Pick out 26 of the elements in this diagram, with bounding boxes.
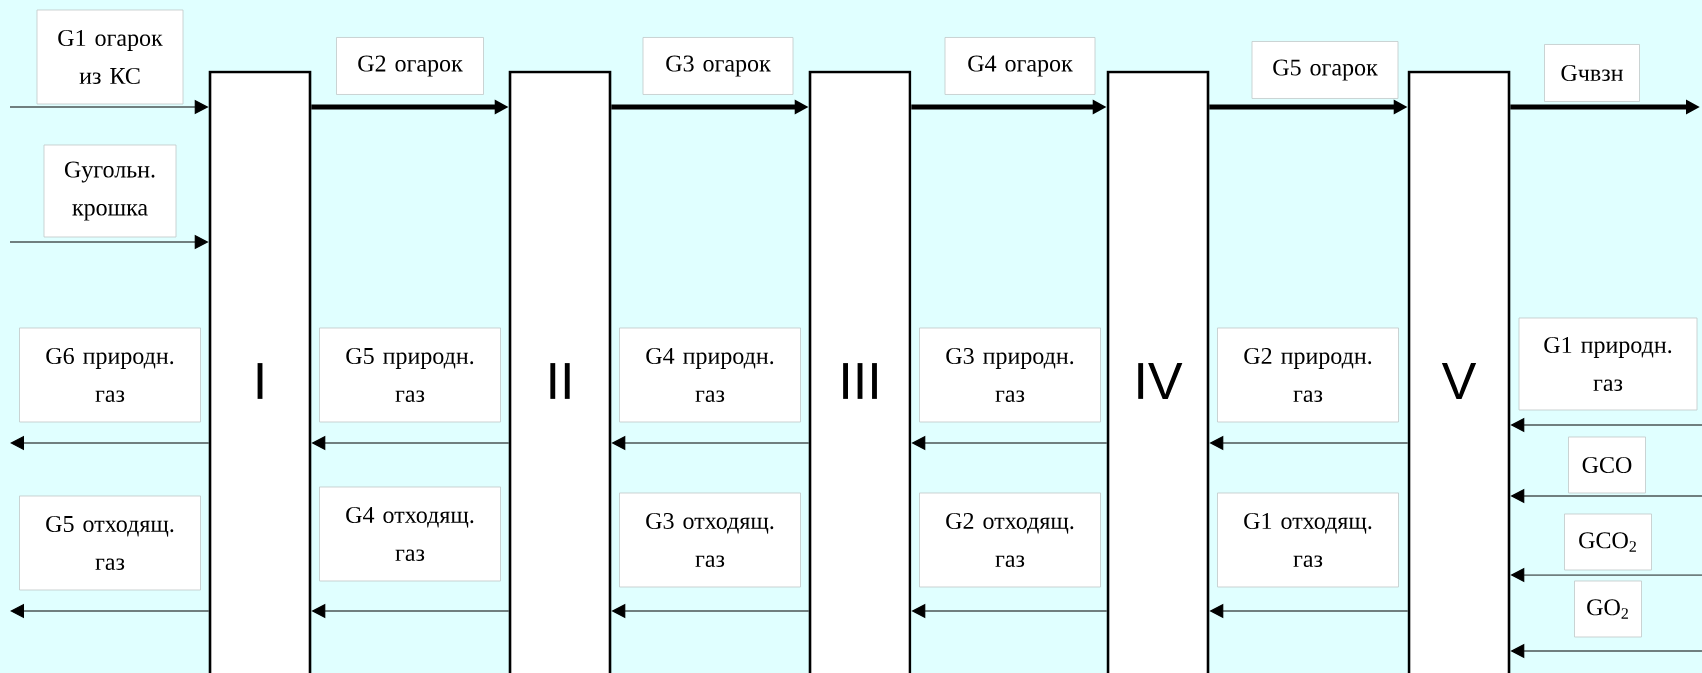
edge-label: GCO$_{2}$ <box>1564 513 1652 571</box>
edge-label: Gугольн. крошка <box>43 144 177 238</box>
stage-box: V <box>1407 70 1511 673</box>
edge-label: G1 огарок из КС <box>36 9 184 105</box>
edge-label: G1 отходящ. газ <box>1217 492 1399 588</box>
stage-box: II <box>508 70 612 673</box>
edge-label: G2 отходящ. газ <box>919 492 1101 588</box>
edge-label: G4 природн. газ <box>619 327 801 423</box>
stage-box: IV <box>1106 70 1210 673</box>
edge-label: G2 природн. газ <box>1217 327 1399 423</box>
edge-label: G6 природн. газ <box>19 327 201 423</box>
stage-box: III <box>808 70 912 673</box>
edge-label: G5 природн. газ <box>319 327 501 423</box>
edge-label: G1 природн. газ <box>1518 317 1698 411</box>
edge-label: Gчвзн <box>1544 44 1640 102</box>
stage-box: I <box>208 70 312 673</box>
edge-label: G4 огарок <box>944 37 1096 95</box>
edge-label: G5 отходящ. газ <box>19 495 201 591</box>
edge-label: G4 отходящ. газ <box>319 486 501 582</box>
edge-label: G3 огарок <box>642 37 794 95</box>
edge-label: G5 огарок <box>1251 41 1399 99</box>
edge-label: G3 природн. газ <box>919 327 1101 423</box>
edge-label: GO$_{2}$ <box>1574 580 1642 638</box>
edge-label: G3 отходящ. газ <box>619 492 801 588</box>
edge-label: GCO <box>1568 436 1646 494</box>
edge-label: G2 огарок <box>336 37 484 95</box>
